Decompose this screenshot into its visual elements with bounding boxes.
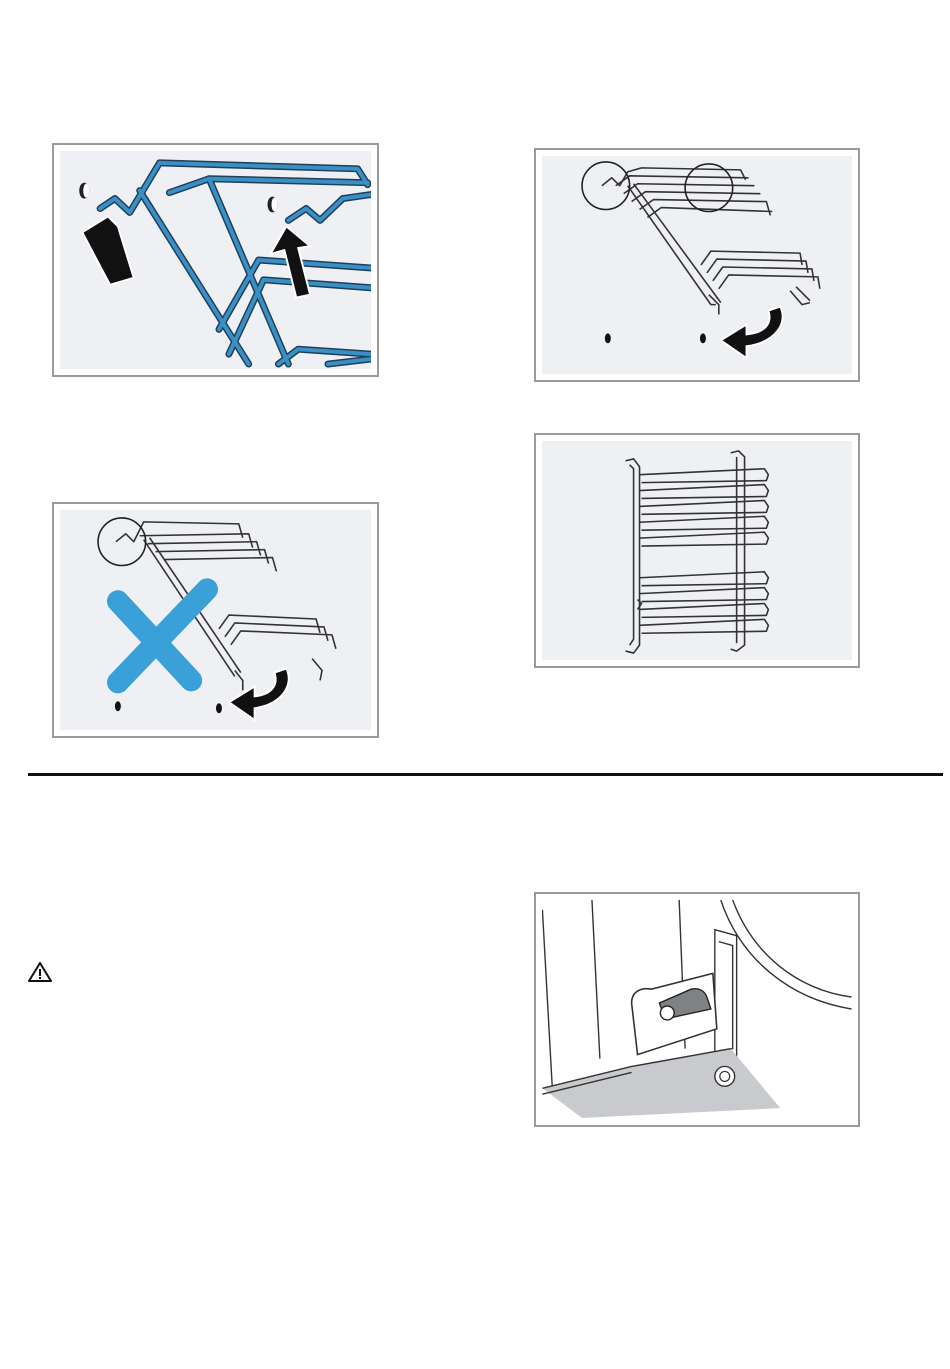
warning-icon — [28, 962, 52, 982]
figure-rack-front-view — [534, 433, 860, 668]
figure-door-hinge — [534, 892, 860, 1127]
figure-incorrect-hooking — [52, 502, 379, 738]
curved-arrow-icon — [229, 669, 289, 721]
figure-hook-rack — [52, 143, 379, 377]
section-divider — [28, 773, 943, 776]
rack-front-illustration — [542, 441, 852, 660]
figure-rotate-rack-correct — [534, 148, 860, 382]
rack-incorrect-illustration — [60, 510, 371, 730]
curved-arrow-icon — [721, 307, 783, 359]
rack-hook-illustration — [60, 151, 371, 369]
rack-rotate-illustration — [542, 156, 852, 374]
hinge-illustration — [542, 900, 852, 1119]
arrow-up-icon — [82, 216, 134, 284]
cross-icon — [118, 589, 207, 682]
